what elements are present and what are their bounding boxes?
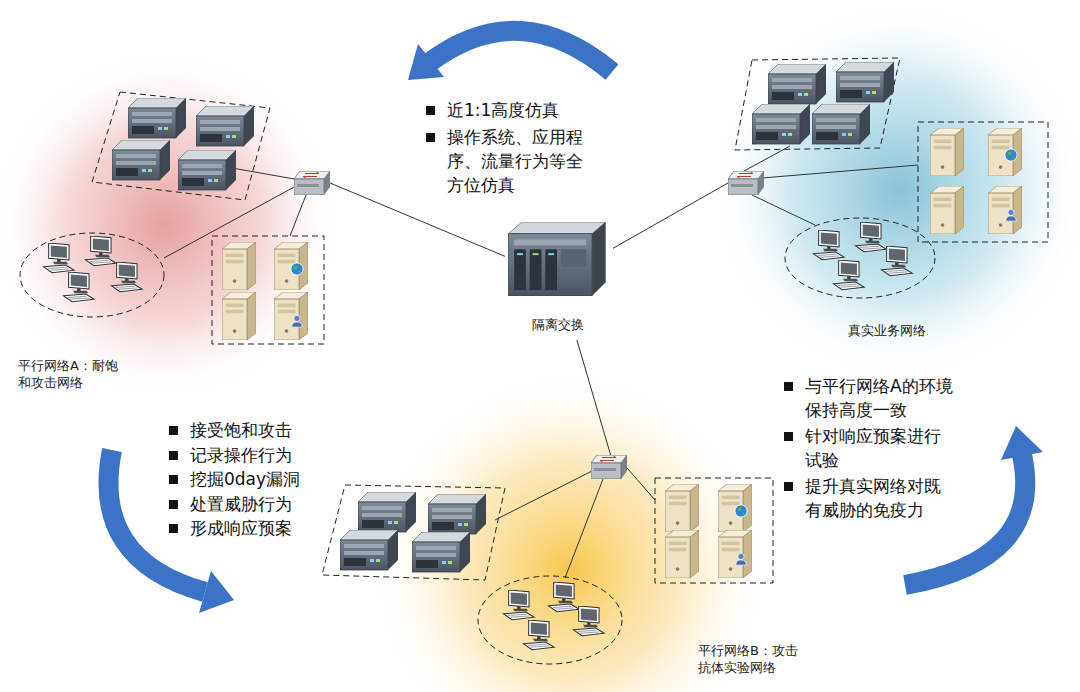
network-region: 真实业务网络 (728, 50, 1073, 355)
bullet-item: 近1:1高度仿真 (447, 98, 559, 122)
bullet-text: 近1:1高度仿真 (447, 100, 559, 120)
bullet-text: 记录操作行为 (190, 445, 292, 465)
bullet-text: 形成响应预案 (190, 518, 292, 538)
network-region: 平行网络B：攻击抗体实验网络 (320, 455, 798, 685)
network-region: 平行网络A：耐饱和攻击网络 (15, 60, 330, 395)
bullet-square (784, 482, 793, 491)
bullet-square (169, 500, 178, 509)
bullet-item: 形成响应预案 (190, 516, 292, 540)
bullet-item: 挖掘0day漏洞 (190, 467, 300, 491)
bullet-item: 接受饱和攻击 (190, 418, 292, 442)
bullet-text: 提升真实网络对既有威胁的免疫力 (805, 476, 941, 520)
bullet-square (426, 106, 435, 115)
node-label: 平行网络B：攻击抗体实验网络 (698, 642, 798, 677)
node-label: 隔离交换 (505, 316, 610, 334)
exchange-server: 隔离交换 (505, 218, 613, 340)
bullet-item: 记录操作行为 (190, 443, 292, 467)
bullet-text: 操作系统、应用程序、流量行为等全方位仿真 (447, 127, 583, 195)
bullet-square (169, 475, 178, 484)
bullet-text: 处置威胁行为 (190, 494, 292, 514)
bullet-square (426, 133, 435, 142)
bullet-text: 挖掘0day漏洞 (190, 469, 300, 489)
bullet-text: 与平行网络A的环境保持高度一致 (805, 376, 953, 420)
bullet-item: 提升真实网络对既有威胁的免疫力 (805, 474, 957, 522)
bullet-square (169, 524, 178, 533)
node-label: 平行网络A：耐饱和攻击网络 (18, 357, 118, 392)
bullet-item: 处置威胁行为 (190, 492, 292, 516)
network-link (613, 183, 728, 248)
bullet-square (784, 432, 793, 441)
bullet-text: 针对响应预案进行试验 (805, 426, 941, 470)
bullet-item: 与平行网络A的环境保持高度一致 (805, 374, 957, 422)
bullet-text: 接受饱和攻击 (190, 420, 292, 440)
bullet-item: 操作系统、应用程序、流量行为等全方位仿真 (447, 125, 592, 197)
bullet-square (784, 382, 793, 391)
node-label: 真实业务网络 (848, 322, 926, 340)
network-link (577, 340, 611, 455)
bullet-square (169, 451, 178, 460)
bullet-square (169, 426, 178, 435)
bullet-item: 针对响应预案进行试验 (805, 424, 957, 472)
